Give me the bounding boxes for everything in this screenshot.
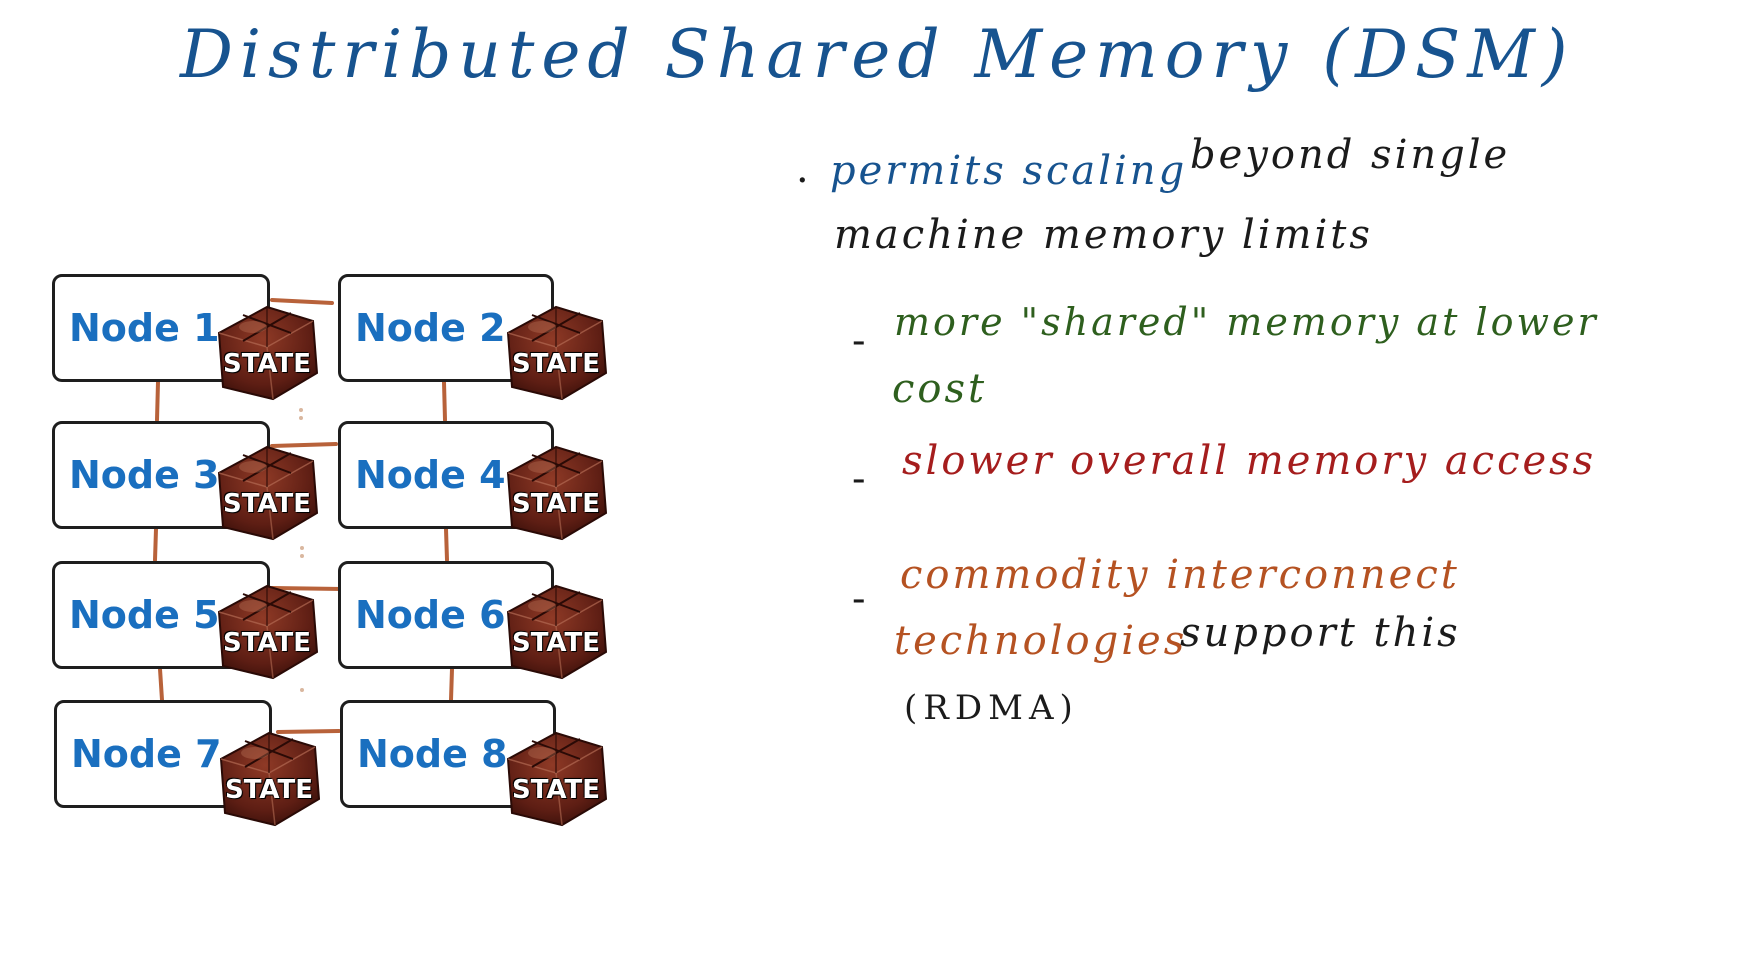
node-label: Node 8 [357, 732, 508, 776]
state-label: STATE [224, 775, 314, 805]
link-node7-node8 [276, 729, 341, 734]
note-2-line1: more "shared" memory at lower [894, 300, 1599, 344]
dash-3: - [852, 456, 866, 502]
state-label: STATE [222, 628, 312, 658]
link-node5-node7 [158, 667, 164, 702]
note-3-line1: slower overall memory access [902, 438, 1597, 484]
node-label: Node 6 [355, 593, 506, 637]
link-node3-node5 [153, 527, 158, 562]
note-4-line1: commodity interconnect [900, 552, 1460, 598]
node-label: Node 1 [69, 306, 220, 350]
link-node2-node4 [442, 380, 447, 422]
link-node6-node8 [449, 667, 454, 702]
node-label: Node 4 [355, 453, 506, 497]
node-label: Node 3 [69, 453, 220, 497]
state-cube: STATE [502, 443, 610, 543]
state-label: STATE [511, 489, 601, 519]
page-title: Distributed Shared Memory (DSM) [180, 16, 1575, 93]
state-label: STATE [511, 349, 601, 379]
node-8: Node 8 [340, 700, 556, 808]
note-1-line2: machine memory limits [834, 212, 1373, 258]
note-1-lead: permits scaling [830, 148, 1188, 194]
state-label: STATE [222, 349, 312, 379]
link-node5-node6 [270, 586, 344, 591]
bullet-dot: · [796, 158, 812, 204]
state-cube: STATE [213, 582, 321, 682]
state-cube: STATE [502, 729, 610, 829]
dash-2: - [852, 318, 866, 364]
state-cube: STATE [215, 729, 323, 829]
note-4-line2-colored: technologies [894, 618, 1188, 664]
state-cube: STATE [213, 443, 321, 543]
note-4-line2-rest: support this [1180, 610, 1461, 656]
dash-4: - [852, 576, 866, 622]
node-label: Node 2 [355, 306, 506, 350]
note-2-line2: cost [892, 366, 988, 412]
note-1-rest: beyond single [1190, 132, 1511, 178]
state-cube: STATE [502, 303, 610, 403]
state-label: STATE [222, 489, 312, 519]
state-label: STATE [511, 775, 601, 805]
link-node1-node2 [270, 298, 334, 305]
state-cube: STATE [213, 303, 321, 403]
link-node4-node6 [444, 527, 449, 562]
state-cube: STATE [502, 582, 610, 682]
state-label: STATE [511, 628, 601, 658]
node-label: Node 7 [71, 732, 222, 776]
link-node1-node3 [155, 380, 160, 422]
node-label: Node 5 [69, 593, 220, 637]
link-node3-node4 [270, 442, 338, 448]
note-4-line3: (RDMA) [904, 688, 1079, 728]
